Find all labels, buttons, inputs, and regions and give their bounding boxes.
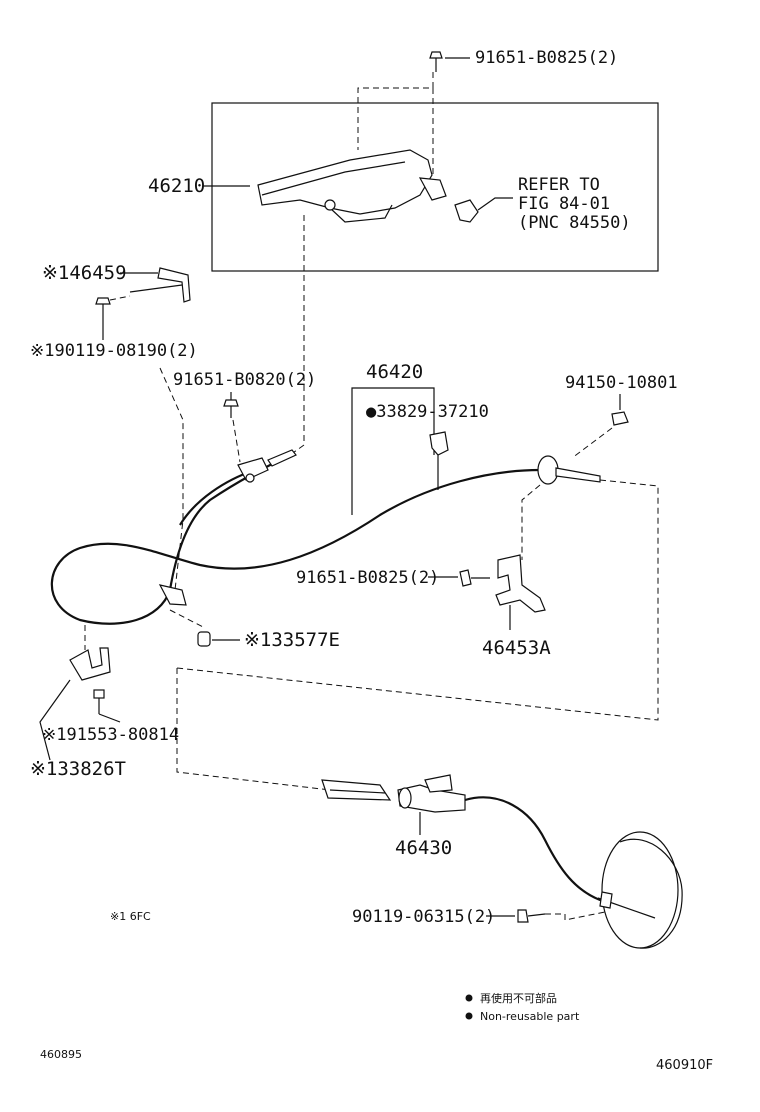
label-bolt-b0825-mid: 91651-B0825(2)	[296, 568, 439, 588]
legend-jp: 再使用不可部品	[480, 991, 557, 1005]
clip-33826T-icon	[69, 647, 111, 681]
lower-cable-path	[464, 796, 641, 914]
grommet-94150-icon	[611, 411, 629, 426]
label-refer-1: REFER TO	[518, 175, 600, 195]
label-clip-33826T: ※133826T	[30, 758, 126, 780]
code-left: 460895	[40, 1048, 82, 1061]
bracket-46453A-icon	[495, 554, 546, 613]
label-bracket-46453A: 46453A	[482, 637, 551, 659]
screw-91553-icon	[93, 689, 105, 714]
brake-drum-icon	[597, 831, 683, 949]
cable-clamp-lower-icon	[158, 584, 187, 606]
bracket-46459-icon	[129, 267, 191, 303]
label-lever: 46210	[148, 175, 205, 197]
bolt-90119-06315-icon	[517, 909, 546, 923]
bolt-top-icon	[429, 51, 443, 72]
parking-brake-lever-icon	[257, 149, 479, 223]
lower-cable-46430-icon	[321, 774, 466, 813]
clip-33829-icon	[429, 431, 449, 456]
main-cable-46420	[50, 454, 541, 625]
label-bolt-b0820: 91651-B0820(2)	[173, 370, 316, 390]
footnote: ※1 6FC	[110, 910, 151, 923]
label-bolt-90119-06315: 90119-06315(2)	[352, 907, 495, 927]
bolt-b0820-icon	[223, 399, 239, 418]
label-refer-3: (PNC 84550)	[518, 213, 631, 233]
label-cap-33577E: ※133577E	[244, 629, 340, 651]
bolt-90119-08190-icon	[95, 297, 111, 312]
legend-en: Non-reusable part	[480, 1010, 580, 1023]
label-bolt-top: 91651-B0825(2)	[475, 48, 618, 68]
label-refer-2: FIG 84-01	[518, 194, 610, 214]
cable-end-grommet-icon	[537, 455, 601, 485]
legend-bullet-2	[465, 1012, 473, 1020]
label-screw-91553: ※191553-80814	[42, 725, 179, 745]
code-right: 460910F	[656, 1058, 713, 1073]
bolt-b0825-mid-icon	[459, 569, 490, 587]
label-grommet-94150: 94150-10801	[565, 373, 678, 393]
label-bolt-90119-08190: ※190119-08190(2)	[30, 341, 198, 361]
legend-bullet-1	[465, 994, 473, 1002]
label-cable-46430: 46430	[395, 837, 452, 859]
label-cable-46420: 46420	[366, 361, 423, 383]
label-clip-33829: ●33829-37210	[366, 402, 489, 422]
cap-33577E-icon	[197, 631, 211, 647]
label-bracket-46459: ※146459	[42, 262, 127, 284]
cable-end-upper-icon	[237, 449, 297, 483]
lever-assembly-box	[211, 102, 659, 272]
